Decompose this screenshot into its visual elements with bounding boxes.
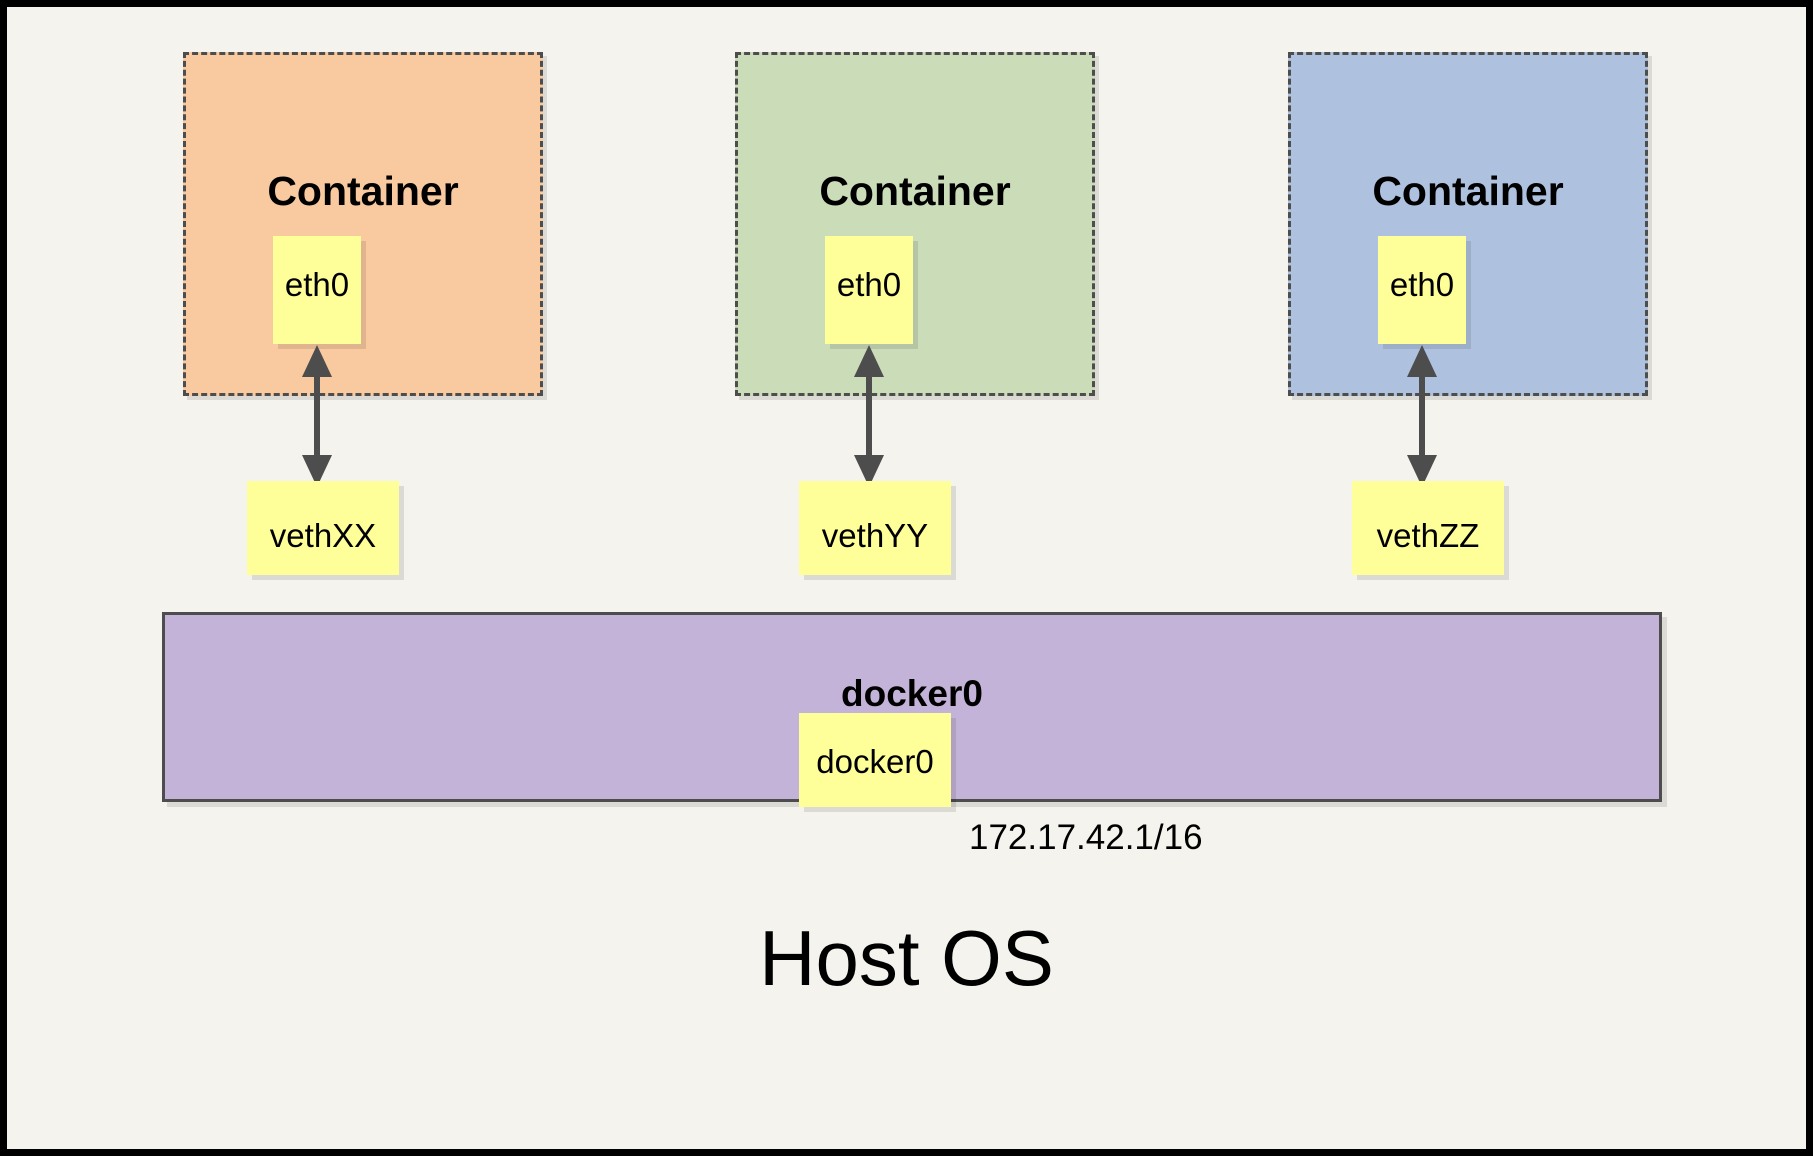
container-box-3: Container [1288,52,1648,396]
diagram-page: Container eth0 vethXX Container eth0 [7,7,1806,1149]
arrow-eth0-vethZZ [1407,345,1437,487]
veth-box-1: vethXX [247,481,399,575]
veth-box-2: vethYY [799,481,951,575]
container-box-2: Container [735,52,1095,396]
docker0-bridge-label: docker0 [841,673,983,714]
eth0-interface-2: eth0 [825,236,913,344]
eth0-interface-3: eth0 [1378,236,1466,344]
container-title-2: Container [819,168,1011,214]
veth-label-3: vethZZ [1376,517,1480,554]
arrow-eth0-vethYY [854,345,884,487]
docker0-interface-label: docker0 [816,743,934,780]
veth-box-3: vethZZ [1352,481,1504,575]
container-title-1: Container [267,168,459,214]
eth0-interface-label-2: eth0 [836,266,902,303]
veth-label-1: vethXX [269,517,377,554]
veth-label-2: vethYY [821,517,929,554]
host-os-label: Host OS [759,914,1054,1002]
container-box-1: Container [183,52,543,396]
arrow-eth0-vethXX [302,345,332,487]
eth0-interface-label-3: eth0 [1389,266,1455,303]
docker0-interface-box: docker0 [799,713,951,807]
eth0-interface-label-1: eth0 [284,266,350,303]
docker0-ip-address: 172.17.42.1/16 [969,818,1203,857]
container-title-3: Container [1372,168,1564,214]
eth0-interface-1: eth0 [273,236,361,344]
